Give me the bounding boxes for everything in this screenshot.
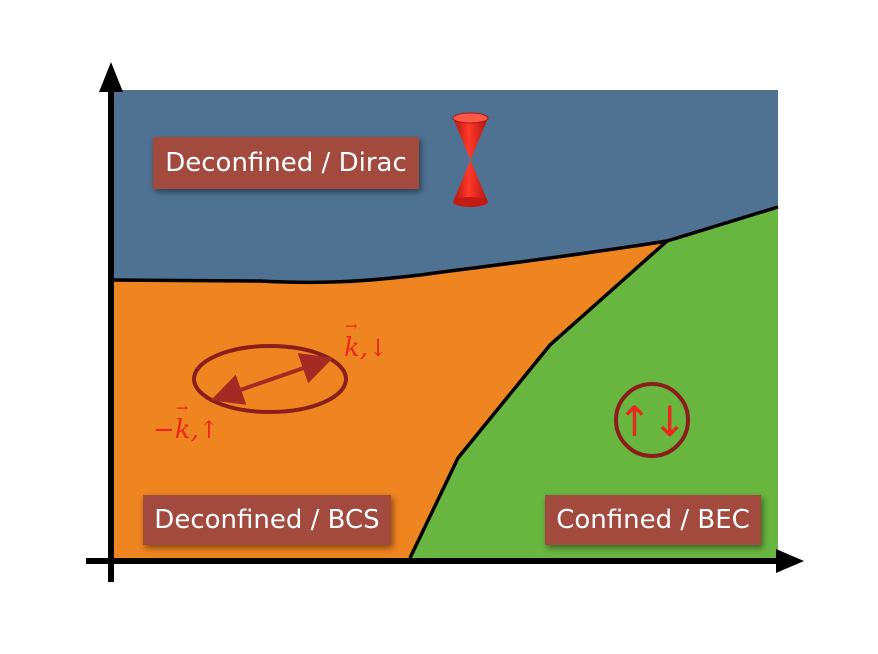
bec-region-label: Confined / BEC: [545, 495, 761, 545]
k-up-comma: ,: [190, 415, 199, 445]
minus-k-up-label: −k,↑: [153, 399, 219, 445]
spin-down-arrow: ↓: [368, 334, 389, 362]
bec-boundary-line: [408, 239, 669, 559]
minus-sign: −: [153, 415, 175, 445]
bec-region: [410, 207, 778, 558]
k-down-comma: ,: [359, 333, 369, 363]
bound-pair-circle-icon: [614, 382, 690, 458]
dirac-cone-icon: [452, 112, 489, 207]
x-axis-arrowhead: [776, 549, 804, 573]
y-axis-arrowhead: [99, 62, 123, 92]
k-vector: k: [344, 317, 360, 363]
dirac-boundary-line: [112, 205, 779, 285]
bcs-region-label: Deconfined / BCS: [143, 495, 391, 545]
minus-k-vector: k: [175, 399, 191, 445]
bound-pair-spin-symbol: ↑↓: [617, 397, 687, 446]
cooper-pair-ellipse-icon: [192, 344, 348, 414]
k-down-label: k,↓: [344, 317, 389, 363]
bcs-region: [113, 241, 667, 558]
dirac-region-label: Deconfined / Dirac: [153, 137, 419, 189]
spin-up-arrow: ↑: [198, 416, 219, 444]
